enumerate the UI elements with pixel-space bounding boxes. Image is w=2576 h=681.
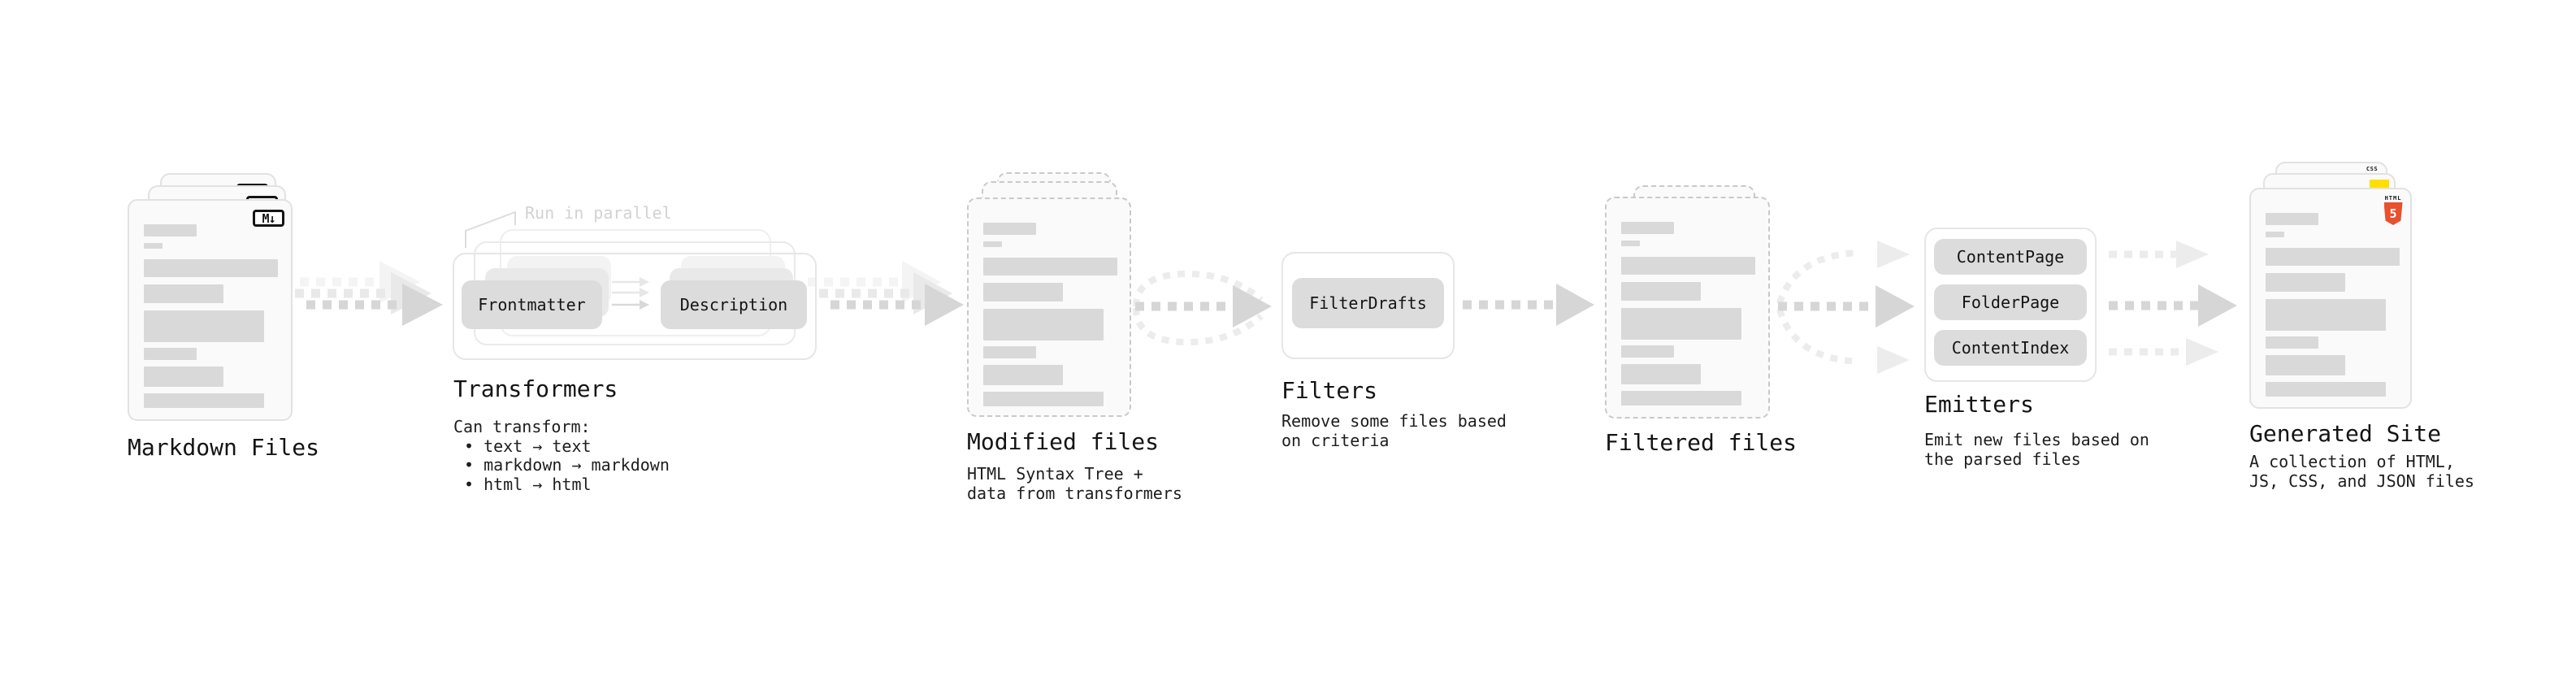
arrow-filters-to-filtered bbox=[1463, 284, 1594, 326]
placeholder-bar bbox=[983, 346, 1036, 358]
placeholder-bar bbox=[2266, 248, 2400, 266]
placeholder-bar bbox=[1621, 391, 1741, 406]
placeholder-bar bbox=[144, 367, 223, 387]
generated-site-label: Generated Site bbox=[2249, 420, 2442, 447]
emitters-label: Emitters bbox=[1924, 391, 2034, 418]
file-content-placeholder bbox=[983, 223, 1117, 406]
filtered-file-card-front bbox=[1605, 197, 1770, 419]
placeholder-bar bbox=[1621, 257, 1755, 275]
transformer-box-frontmatter: Frontmatter bbox=[462, 280, 602, 329]
markdown-icon: M↓ bbox=[253, 210, 284, 227]
markdown-file-card-front: M↓ bbox=[128, 199, 293, 421]
markdown-files-stack: M↓ M↓ M↓ bbox=[128, 173, 302, 425]
run-in-parallel-note: Run in parallel bbox=[525, 203, 672, 223]
placeholder-bar bbox=[983, 392, 1104, 406]
placeholder-bar bbox=[2266, 299, 2386, 331]
placeholder-bar bbox=[983, 309, 1104, 340]
placeholder-bar bbox=[983, 283, 1063, 301]
placeholder-bar bbox=[2266, 213, 2318, 225]
placeholder-bar bbox=[2266, 382, 2386, 397]
placeholder-bar bbox=[2266, 232, 2284, 237]
placeholder-bar bbox=[1621, 308, 1741, 340]
arrow-markdown-to-transformers bbox=[284, 261, 443, 326]
placeholder-bar bbox=[983, 258, 1117, 275]
placeholder-bar bbox=[1621, 222, 1674, 234]
emitter-box-contentpage: ContentPage bbox=[1934, 239, 2087, 275]
placeholder-bar bbox=[144, 224, 197, 236]
html5-icon: HTML 5 bbox=[2383, 195, 2403, 225]
placeholder-bar bbox=[2266, 355, 2345, 375]
modified-files-caption: HTML Syntax Tree + data from transformer… bbox=[967, 464, 1182, 503]
placeholder-bar bbox=[144, 310, 264, 342]
filtered-files-label: Filtered files bbox=[1605, 429, 1798, 456]
placeholder-bar bbox=[1621, 345, 1674, 358]
placeholder-bar bbox=[2266, 336, 2318, 349]
placeholder-bar bbox=[144, 393, 264, 408]
generated-site-stack: CSS HTML 5 bbox=[2249, 162, 2424, 414]
arrow-emitters-to-generated bbox=[2109, 241, 2237, 366]
filters-container bbox=[1281, 252, 1455, 359]
modified-files-stack bbox=[967, 172, 1142, 420]
placeholder-bar bbox=[983, 241, 1002, 247]
filters-label: Filters bbox=[1281, 377, 1378, 404]
placeholder-bar bbox=[2266, 273, 2345, 292]
placeholder-bar bbox=[1621, 364, 1701, 384]
transformer-parallel-arrows bbox=[612, 277, 649, 310]
transformer-box-description: Description bbox=[661, 280, 807, 329]
generated-file-card-html: HTML 5 bbox=[2249, 188, 2412, 409]
placeholder-bar bbox=[144, 259, 278, 277]
arrow-transformers-to-modified bbox=[808, 261, 964, 326]
filtered-files-stack bbox=[1605, 185, 1780, 421]
filter-box-filterdrafts: FilterDrafts bbox=[1292, 278, 1444, 328]
file-content-placeholder bbox=[1621, 222, 1755, 406]
emitter-box-folderpage: FolderPage bbox=[1934, 284, 2087, 320]
arrow-filtered-to-emitters bbox=[1776, 241, 1915, 374]
modified-file-card-front bbox=[967, 197, 1131, 417]
file-content-placeholder bbox=[2266, 213, 2400, 397]
emitter-box-contentindex: ContentIndex bbox=[1934, 330, 2087, 366]
emitters-container bbox=[1924, 228, 2097, 382]
transformers-container-front bbox=[453, 253, 817, 360]
placeholder-bar bbox=[144, 348, 197, 360]
arrow-modified-to-filters bbox=[1133, 270, 1272, 346]
markdown-files-label: Markdown Files bbox=[128, 434, 320, 461]
run-in-parallel-connector bbox=[465, 211, 516, 248]
file-content-placeholder bbox=[144, 224, 278, 408]
placeholder-bar bbox=[1621, 282, 1701, 301]
placeholder-bar bbox=[983, 365, 1063, 385]
emitters-caption: Emit new files based on the parsed files bbox=[1924, 430, 2149, 469]
transformers-caption: Can transform: • text → text • markdown … bbox=[453, 417, 670, 494]
placeholder-bar bbox=[144, 284, 223, 303]
transformers-label: Transformers bbox=[453, 375, 618, 402]
filters-caption: Remove some files based on criteria bbox=[1281, 411, 1507, 450]
generated-site-caption: A collection of HTML, JS, CSS, and JSON … bbox=[2249, 452, 2474, 491]
modified-files-label: Modified files bbox=[967, 428, 1160, 455]
placeholder-bar bbox=[144, 243, 163, 249]
placeholder-bar bbox=[1621, 241, 1640, 246]
placeholder-bar bbox=[983, 223, 1036, 235]
